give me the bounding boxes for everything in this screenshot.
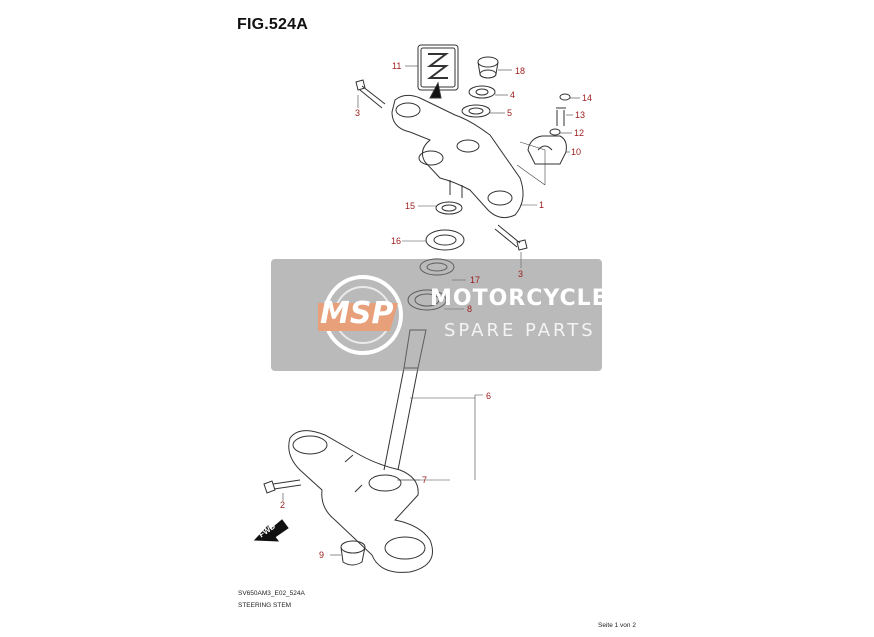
callout-label[interactable]: 3 (355, 108, 361, 118)
bolt-part[interactable] (556, 107, 566, 126)
callout-label[interactable]: 15 (405, 201, 416, 211)
figure-name: STEERING STEM (238, 602, 292, 609)
washer-part[interactable] (549, 128, 561, 136)
bolt-part[interactable] (263, 479, 302, 494)
callout-label[interactable]: 10 (571, 147, 582, 157)
figure-ref-code: SV650AM3_E02_524A (238, 590, 305, 597)
callout-label[interactable]: 11 (392, 61, 402, 71)
cap-part[interactable] (477, 56, 499, 79)
callout-label[interactable]: 14 (582, 93, 593, 103)
callout-label[interactable]: 1 (539, 200, 545, 210)
callout-label[interactable]: 5 (507, 108, 513, 118)
figure-title: FIG.524A (237, 16, 308, 33)
lower-bracket-part[interactable] (288, 430, 433, 573)
callout-label[interactable]: 6 (486, 391, 492, 401)
leader-lines (282, 65, 580, 556)
watermark-line1: MOTORCYCLE (430, 286, 608, 311)
callout-label[interactable]: 3 (518, 269, 524, 279)
callout-label[interactable]: 4 (510, 90, 516, 100)
callout-label[interactable]: 16 (391, 236, 402, 246)
callout-label[interactable]: 13 (575, 110, 586, 120)
cap-part[interactable] (340, 540, 366, 566)
fwd-arrow-icon (253, 519, 289, 542)
cap-part[interactable] (559, 93, 571, 101)
watermark-line2: SPARE PARTS (444, 320, 596, 341)
bolt-part[interactable] (355, 79, 386, 109)
washer-part[interactable] (468, 85, 496, 99)
upper-bracket-part[interactable] (391, 94, 524, 219)
emblem-part[interactable] (417, 44, 459, 99)
washer-part[interactable] (461, 104, 491, 118)
handlebar-clamp-part[interactable] (527, 135, 567, 165)
seal-part[interactable] (435, 201, 463, 215)
callout-label[interactable]: 12 (574, 128, 585, 138)
callout-label[interactable]: 7 (422, 475, 428, 485)
watermark-logo-text: MSP (320, 296, 394, 331)
bolt-part[interactable] (494, 224, 528, 251)
page-indicator: Seite 1 von 2 (598, 622, 636, 629)
seal-part[interactable] (425, 229, 465, 251)
callout-label[interactable]: 8 (467, 304, 473, 314)
callout-label[interactable]: 18 (515, 66, 526, 76)
callout-label[interactable]: 2 (280, 500, 286, 510)
watermark-logo-icon (318, 275, 403, 355)
callout-label[interactable]: 9 (319, 550, 325, 560)
callout-label[interactable]: 17 (470, 275, 481, 285)
